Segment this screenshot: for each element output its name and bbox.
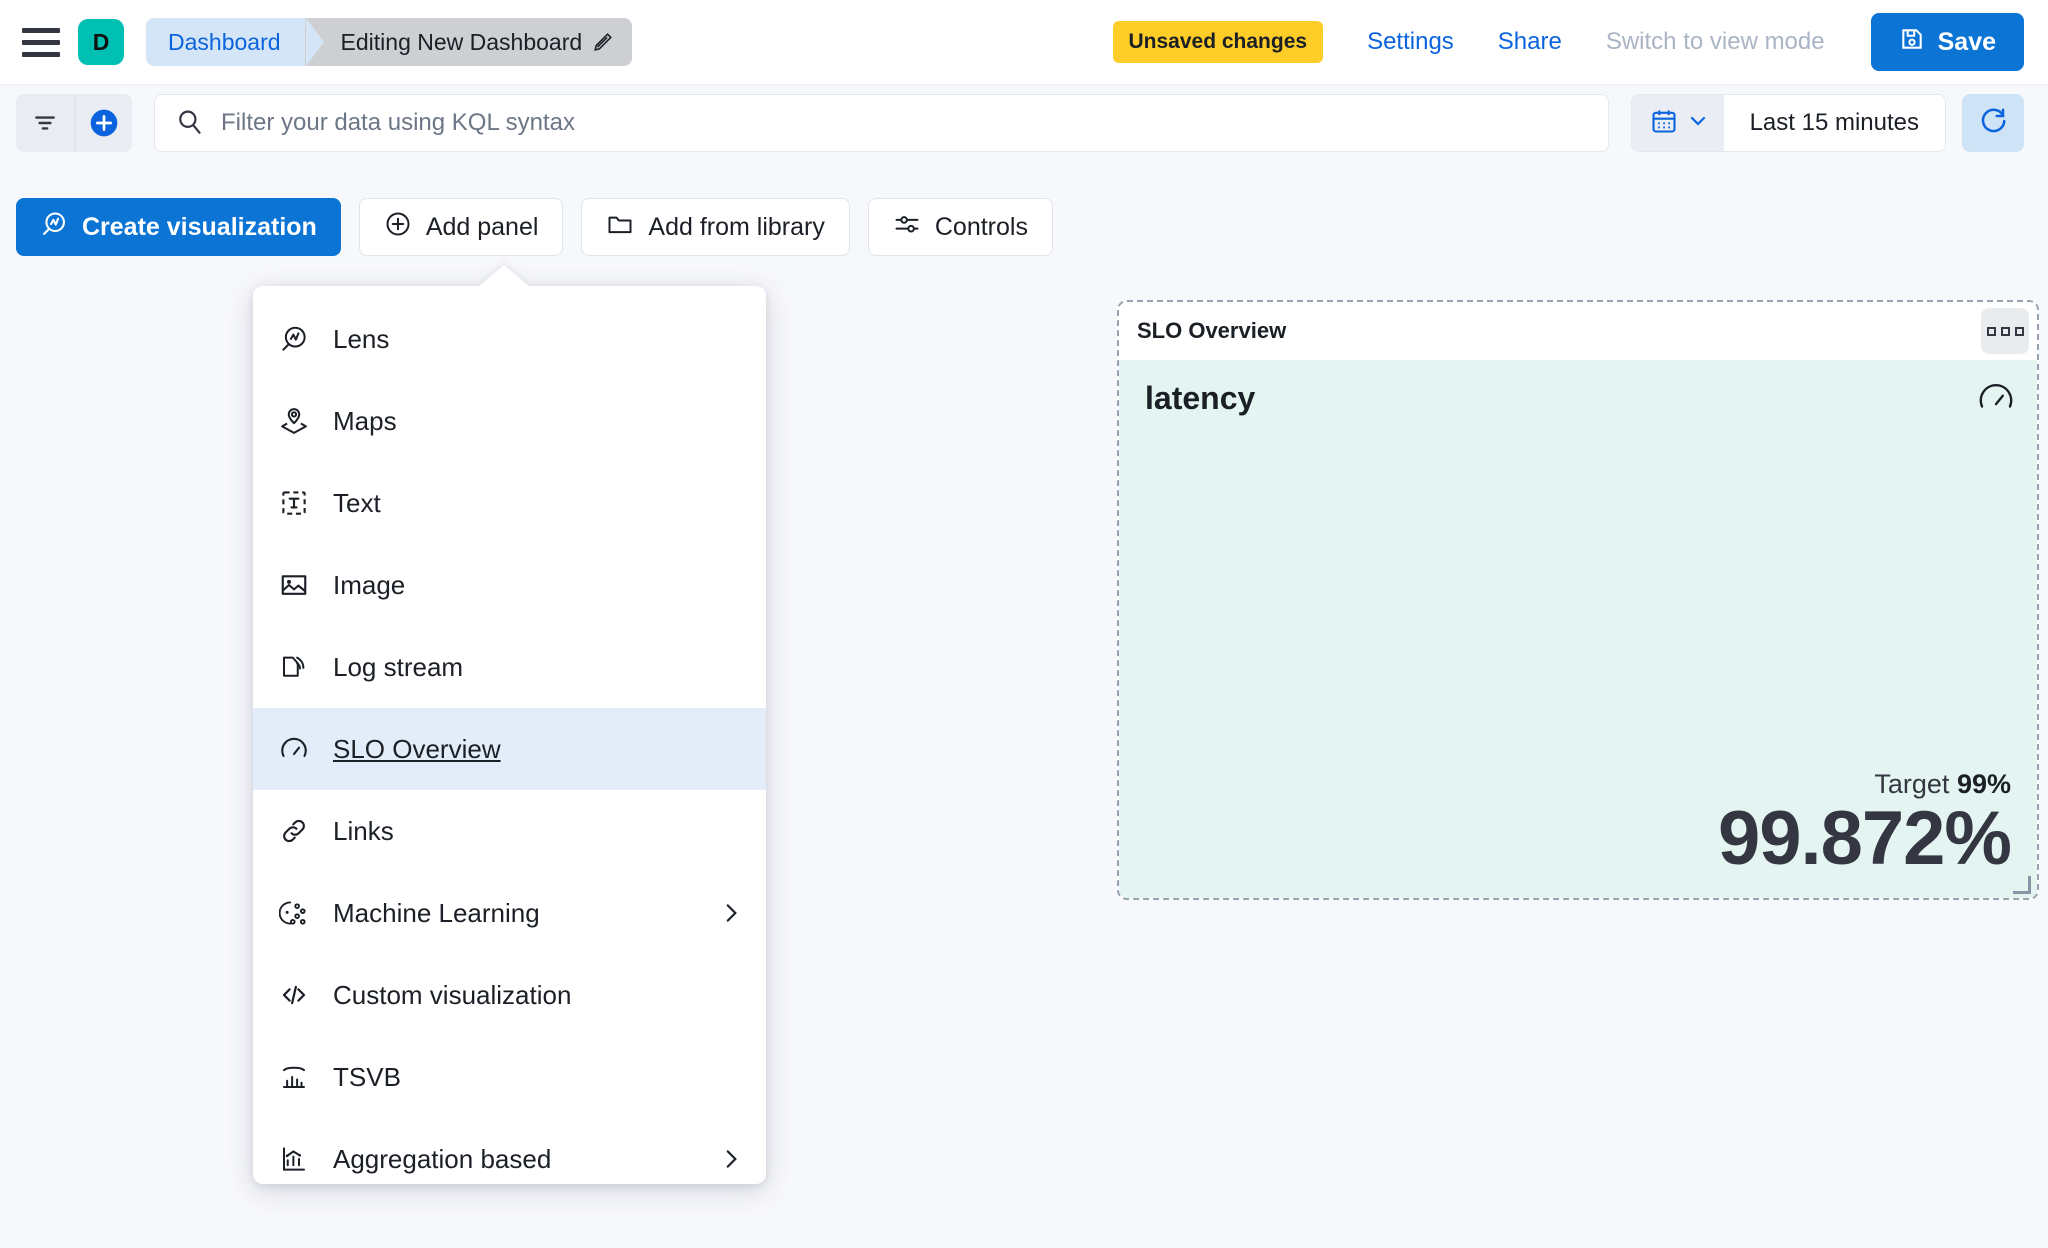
panel-resize-handle[interactable] bbox=[2013, 876, 2031, 894]
refresh-icon bbox=[1978, 106, 2008, 141]
menu-item-label: Machine Learning bbox=[333, 897, 540, 928]
menu-item-lens[interactable]: Lens bbox=[253, 298, 766, 380]
breadcrumb-item-editing[interactable]: Editing New Dashboard bbox=[304, 18, 633, 66]
search-input[interactable] bbox=[221, 109, 1588, 137]
code-brackets-icon bbox=[277, 978, 311, 1012]
time-range-display[interactable]: Last 15 minutes bbox=[1723, 95, 1945, 151]
chevron-down-icon bbox=[1686, 109, 1710, 138]
panel-title[interactable]: SLO Overview bbox=[1137, 318, 1287, 343]
date-picker: Last 15 minutes bbox=[1630, 94, 1946, 152]
breadcrumb-item-dashboard[interactable]: Dashboard bbox=[146, 18, 324, 66]
menu-item-label: Text bbox=[333, 487, 381, 518]
aggregation-chart-icon bbox=[277, 1142, 311, 1176]
menu-item-maps[interactable]: Maps bbox=[253, 380, 766, 462]
pencil-icon[interactable] bbox=[592, 31, 614, 53]
lens-icon bbox=[40, 210, 68, 245]
folder-icon bbox=[606, 210, 634, 245]
gauge-icon bbox=[277, 732, 311, 766]
menu-item-label: Image bbox=[333, 569, 406, 600]
popover-arrow bbox=[478, 265, 530, 287]
save-disk-icon bbox=[1899, 26, 1925, 59]
breadcrumb-editing-label: Editing New Dashboard bbox=[340, 28, 583, 55]
menu-item-machine-learning[interactable]: Machine Learning bbox=[253, 872, 766, 954]
slo-target-label: Target bbox=[1874, 769, 1950, 800]
add-panel-menu: Lens Maps bbox=[253, 286, 766, 1184]
filter-icon[interactable] bbox=[16, 94, 74, 152]
menu-item-aggregation-based[interactable]: Aggregation based bbox=[253, 1118, 766, 1184]
menu-item-image[interactable]: Image bbox=[253, 544, 766, 626]
refresh-button[interactable] bbox=[1962, 94, 2024, 152]
filter-button-group bbox=[16, 94, 132, 152]
search-icon bbox=[175, 107, 203, 140]
menu-item-text[interactable]: Text bbox=[253, 462, 766, 544]
menu-item-tsvb[interactable]: TSVB bbox=[253, 1036, 766, 1118]
text-box-icon bbox=[277, 486, 311, 520]
panel-body: latency Target 99% 99.872% bbox=[1119, 360, 2037, 898]
space-avatar[interactable]: D bbox=[78, 19, 124, 65]
plus-circle-icon bbox=[384, 210, 412, 245]
add-from-library-button[interactable]: Add from library bbox=[581, 198, 850, 256]
query-input-wrapper[interactable] bbox=[154, 94, 1609, 152]
menu-item-label: Lens bbox=[333, 323, 390, 354]
switch-to-view-mode-link[interactable]: Switch to view mode bbox=[1605, 28, 1825, 55]
controls-label: Controls bbox=[934, 212, 1028, 241]
menu-item-log-stream[interactable]: Log stream bbox=[253, 626, 766, 708]
slo-summary: Target 99% 99.872% bbox=[1717, 769, 2012, 882]
menu-item-slo-overview[interactable]: SLO Overview bbox=[253, 708, 766, 790]
slo-overview-panel[interactable]: SLO Overview latency Target 99% 99.872% bbox=[1117, 300, 2039, 900]
maps-pin-layers-icon bbox=[277, 404, 311, 438]
slo-target-value: 99% bbox=[1956, 769, 2011, 800]
query-bar: Last 15 minutes bbox=[0, 85, 2048, 161]
add-panel-label: Add panel bbox=[425, 212, 539, 241]
log-stream-icon bbox=[277, 650, 311, 684]
menu-item-label: Custom visualization bbox=[333, 979, 572, 1010]
controls-button[interactable]: Controls bbox=[867, 198, 1053, 256]
share-link[interactable]: Share bbox=[1497, 28, 1562, 55]
menu-item-custom-visualization[interactable]: Custom visualization bbox=[253, 954, 766, 1036]
slo-metric-name: latency bbox=[1145, 380, 1256, 416]
menu-item-label: Links bbox=[333, 815, 394, 846]
settings-link[interactable]: Settings bbox=[1367, 28, 1454, 55]
link-icon bbox=[277, 814, 311, 848]
chevron-right-icon bbox=[718, 1146, 744, 1172]
sliders-icon bbox=[893, 210, 921, 245]
slo-target: Target 99% bbox=[1718, 769, 2011, 800]
top-header: D Dashboard Editing New Dashboard Unsave… bbox=[0, 0, 2048, 85]
tsvb-bars-icon bbox=[277, 1060, 311, 1094]
save-button-label: Save bbox=[1937, 27, 1996, 56]
save-button[interactable]: Save bbox=[1870, 13, 2024, 71]
menu-item-links[interactable]: Links bbox=[253, 790, 766, 872]
lens-icon bbox=[277, 322, 311, 356]
add-panel-button[interactable]: Add panel bbox=[358, 198, 564, 256]
chevron-right-icon bbox=[718, 900, 744, 926]
menu-item-label: Aggregation based bbox=[333, 1143, 552, 1174]
panel-context-menu-icon[interactable] bbox=[1981, 308, 2029, 354]
gauge-icon bbox=[1977, 378, 2015, 416]
image-icon bbox=[277, 568, 311, 602]
add-panel-menu-list: Lens Maps bbox=[253, 286, 766, 1184]
hamburger-menu-icon[interactable] bbox=[22, 24, 64, 60]
editor-toolbar: Create visualization Add panel Add from … bbox=[16, 198, 1053, 256]
menu-item-label: SLO Overview bbox=[333, 733, 501, 764]
panel-header: SLO Overview bbox=[1119, 302, 2037, 360]
create-visualization-label: Create visualization bbox=[82, 212, 317, 241]
menu-item-label: Maps bbox=[333, 405, 397, 436]
date-quick-select-button[interactable] bbox=[1631, 95, 1724, 151]
machine-learning-icon bbox=[277, 896, 311, 930]
unsaved-changes-badge[interactable]: Unsaved changes bbox=[1112, 21, 1324, 63]
calendar-icon bbox=[1650, 107, 1678, 140]
add-filter-plus-circle-icon[interactable] bbox=[74, 94, 132, 152]
menu-item-label: Log stream bbox=[333, 651, 464, 682]
slo-sli-value: 99.872% bbox=[1717, 796, 2012, 882]
add-from-library-label: Add from library bbox=[648, 212, 825, 241]
create-visualization-button[interactable]: Create visualization bbox=[16, 198, 341, 256]
breadcrumb: Dashboard Editing New Dashboard bbox=[146, 18, 633, 66]
menu-item-label: TSVB bbox=[333, 1061, 401, 1092]
breadcrumb-dashboard-label: Dashboard bbox=[168, 28, 281, 55]
